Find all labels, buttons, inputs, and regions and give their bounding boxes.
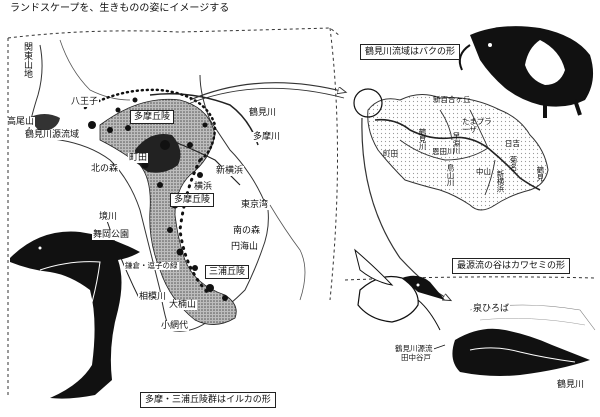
tsurumi-river-left [169,139,241,186]
label-shinyurigaoka: 新百合ヶ丘 [433,95,471,104]
label-tokyowan: 東京湾 [240,200,270,210]
label-sakaigawa: 境川 [98,212,119,222]
label-sagamigawa: 相模川 [138,292,168,302]
left-frame [7,27,341,39]
label-takao: 高尾山 [6,117,36,127]
caption-iruka: 多摩・三浦丘陵群はイルカの形 [140,392,276,408]
label-minami-mori: 南の森 [232,226,262,236]
label-tama-kyuryo-mid: 多摩丘陵 [170,193,215,207]
label-machida-right: 町田 [383,149,398,158]
label-toriyama: 鳥山川 [446,164,455,187]
label-tsurumi-gen: 鶴見川源流域 [24,130,81,140]
label-maioka: 舞岡公園 [92,230,131,240]
label-hachioji: 八王子 [70,97,100,107]
label-source-line2: 田中谷戸 [400,353,432,362]
label-shinyokohama-right: 新横浜 [496,170,505,193]
label-machida: 町田 [128,153,149,163]
label-shinyokohama: 新横浜 [215,166,245,176]
label-tamagawa: 多摩川 [252,132,282,142]
label-valley-tsurumigawa: 鶴見川 [556,380,586,390]
kingfisher-shape [357,275,419,323]
label-tsurumi-mouth: 鶴見 [536,166,545,181]
label-hiyoshi: 日吉 [505,139,520,148]
land-outline [27,44,269,332]
label-okusu: 大楠山 [168,300,198,310]
label-kikuna: 菊名 [509,156,518,171]
label-koajiro: 小網代 [160,321,190,331]
source-circle [353,88,383,118]
tsurumi-basin [367,94,549,211]
label-tsurumi-right: 鶴見川 [418,128,427,151]
caption-baku: 鶴見川流域はバクの形 [360,44,461,60]
figure-title: ランドスケープを、生きものの姿にイメージする [10,3,230,14]
tsurumi-river-right [374,118,541,191]
label-tama-kyuryo-top: 多摩丘陵 [130,110,175,124]
label-enkaku: 円海山 [230,242,260,252]
label-kamakura: 鎌倉・逗子の緑 [124,261,179,270]
label-nakayama: 中山 [476,167,491,176]
label-onda: 恩田川 [432,147,455,156]
label-tama-plaza: たまプラーザ [462,117,492,134]
label-tsurumigawa: 鶴見川 [248,108,278,118]
dolphin-shape [10,231,140,399]
caption-kawasemi: 最源流の谷はカワセミの形 [452,258,571,274]
label-hayabuchi: 早淵川 [452,132,461,155]
label-kanto-sanchi: 関東山地 [22,42,32,78]
label-miura-kyuryo: 三浦丘陵 [205,265,250,279]
tamagawa-river [149,93,259,146]
label-source-line1: 鶴見川源流 [394,344,434,353]
label-kita-mori: 北の森 [90,164,120,174]
arrow-to-basin [189,82,345,101]
label-yokohama: 横浜 [193,182,214,192]
label-izumi-hiroba: 泉ひろば [472,304,511,314]
